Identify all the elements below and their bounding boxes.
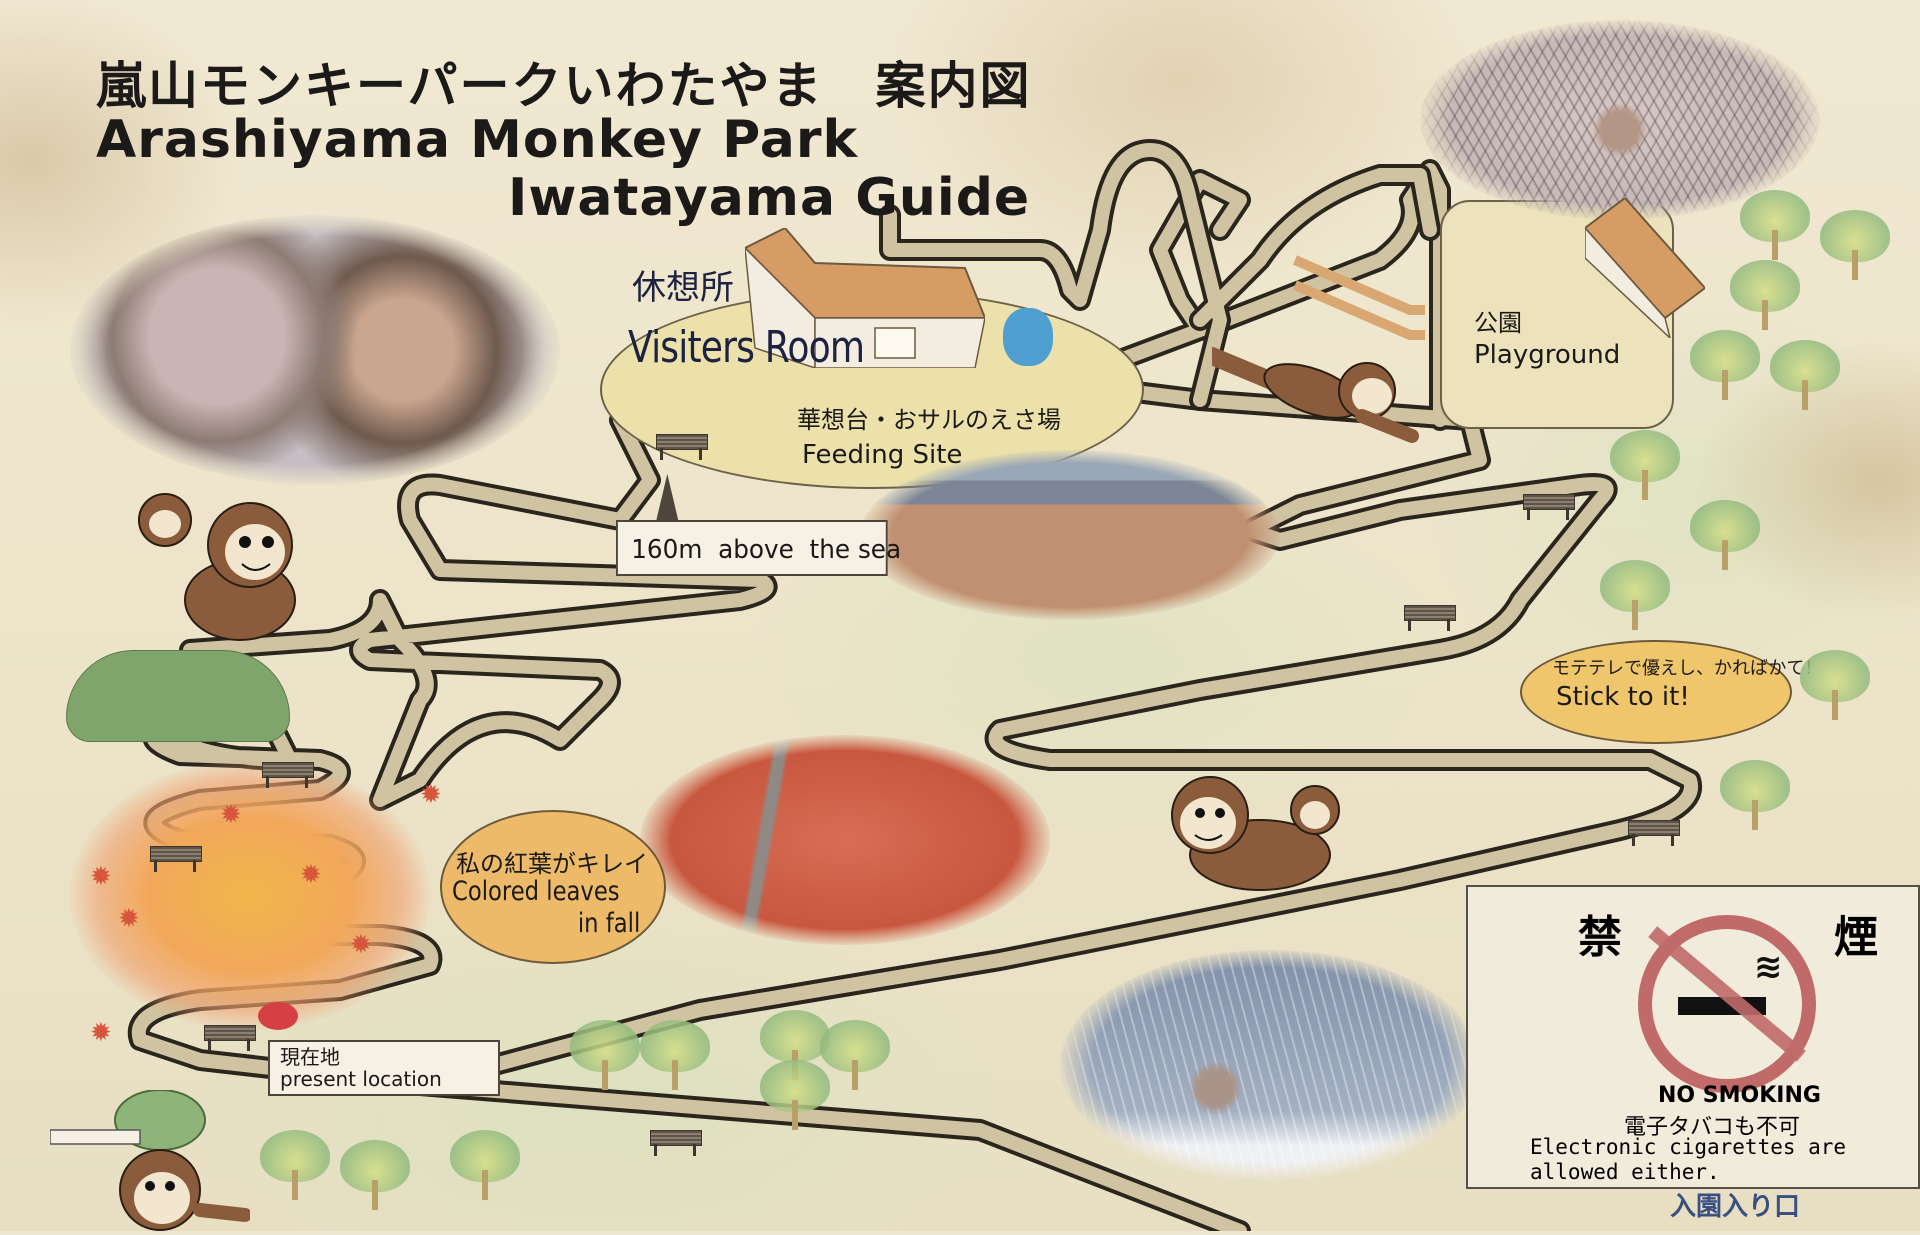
tree-icon: [1740, 190, 1810, 260]
tree-icon: [1800, 650, 1870, 720]
present-location-marker-icon[interactable]: [258, 1002, 298, 1030]
tree-icon: [450, 1130, 520, 1200]
tree-icon: [1720, 760, 1790, 830]
no-smoking-heading: NO SMOKING: [1658, 1083, 1821, 1108]
no-smoking-jp-note: 電子タバコも不可: [1624, 1115, 1801, 1140]
tree-icon: [1820, 210, 1890, 280]
cartoon-monkey-flying: [1203, 346, 1432, 446]
bench-icon: [656, 434, 708, 460]
present-location-sign: 現在地 present location: [268, 1040, 500, 1096]
tree-icon: [760, 1060, 830, 1130]
tree-icon: [1690, 330, 1760, 400]
tree-icon: [260, 1130, 330, 1200]
green-hill: [66, 650, 290, 742]
no-smoking-kanji-right: 煙: [1834, 912, 1878, 963]
no-smoking-en-note: Electronic cigarettes are allowed either…: [1530, 1135, 1846, 1185]
tree-icon: [1730, 260, 1800, 330]
bench-icon: [650, 1130, 702, 1156]
present-location-jp: 現在地: [280, 1045, 340, 1069]
tree-icon: [1610, 430, 1680, 500]
no-smoking-en-note-line2: allowed either.: [1530, 1160, 1720, 1184]
cartoon-monkey-with-baby-on-hill: [120, 490, 320, 660]
title-japanese: 嵐山モンキーパークいわたやま 案内図: [96, 57, 1032, 115]
leaves-bubble-en-line2: in fall: [577, 908, 640, 939]
tree-icon: [570, 1020, 640, 1090]
altitude-sign: 160m above the sea: [616, 474, 901, 576]
bench-icon: [150, 846, 202, 872]
no-smoking-sign: 禁 煙 ≋ NO SMOKING 電子タバコも不可 Electronic cig…: [1466, 885, 1920, 1189]
cartoon-monkey-with-baby: [1150, 775, 1360, 905]
no-smoking-en-note-line1: Electronic cigarettes are: [1530, 1135, 1847, 1159]
bench-icon: [204, 1025, 256, 1051]
stick-bubble-jp: モテテレで優えし、かればかて！: [1552, 658, 1823, 679]
leaves-bubble-jp: 私の紅葉がキレイ: [456, 850, 648, 878]
autumn-foliage-area: [70, 760, 430, 1030]
feeding-site-photo: [860, 450, 1280, 620]
pond-icon: [1003, 308, 1053, 366]
leaves-bubble-en-line1: Colored leaves: [452, 876, 620, 907]
maple-leaf-icon: ✹: [420, 780, 442, 810]
tree-icon: [640, 1020, 710, 1090]
maple-leaf-icon: ✹: [90, 862, 112, 892]
stick-bubble-en: Stick to it!: [1556, 682, 1690, 712]
bench-icon: [1523, 494, 1575, 520]
cartoon-monkey-pointing-guide: [49, 1089, 252, 1231]
altitude-text: 160m above the sea: [631, 535, 902, 565]
playground-label-jp: 公園: [1474, 309, 1522, 337]
bench-icon: [1628, 820, 1680, 846]
autumn-leaves-photo: [640, 735, 1050, 945]
maple-leaf-icon: ✹: [350, 930, 372, 960]
feeding-site-label-jp: 華想台・おサルのえさ場: [797, 406, 1061, 434]
tree-icon: [1770, 340, 1840, 410]
title-english-line2: Iwatayama Guide: [508, 168, 1031, 228]
monkey-in-tree-photo: [1420, 20, 1820, 220]
bench-icon: [262, 762, 314, 788]
maple-leaf-icon: ✹: [300, 860, 322, 890]
stick-to-it-bubble: モテテレで優えし、かればかて！ Stick to it!: [1520, 640, 1822, 744]
maple-leaf-icon: ✹: [118, 904, 140, 934]
tree-icon: [1600, 560, 1670, 630]
entrance-label: 入園入り口: [1670, 1192, 1801, 1222]
tree-icon: [1690, 500, 1760, 570]
visitors-room-label-jp: 休想所: [632, 268, 734, 308]
title-english-line1: Arashiyama Monkey Park: [96, 110, 859, 170]
feeding-site-label-en: Feeding Site: [802, 440, 963, 470]
visitors-room-label-en: Visiters Room: [628, 322, 865, 373]
maple-leaf-icon: ✹: [90, 1018, 112, 1048]
slide-icon: [1290, 250, 1430, 340]
maple-leaf-icon: ✹: [220, 800, 242, 830]
colored-leaves-bubble: 私の紅葉がキレイ Colored leaves in fall: [440, 810, 666, 964]
playground-label-en: Playground: [1474, 340, 1621, 370]
tree-icon: [820, 1020, 890, 1090]
snow-monkey-photo: [1060, 950, 1480, 1180]
tree-icon: [340, 1140, 410, 1210]
visitors-room-building-icon: [743, 226, 987, 370]
bench-icon: [1404, 605, 1456, 631]
present-location-en: present location: [280, 1067, 442, 1091]
playground-shelter-icon: [1583, 196, 1707, 341]
baby-monkeys-photo: [70, 215, 560, 485]
no-smoking-kanji-left: 禁: [1578, 912, 1622, 963]
